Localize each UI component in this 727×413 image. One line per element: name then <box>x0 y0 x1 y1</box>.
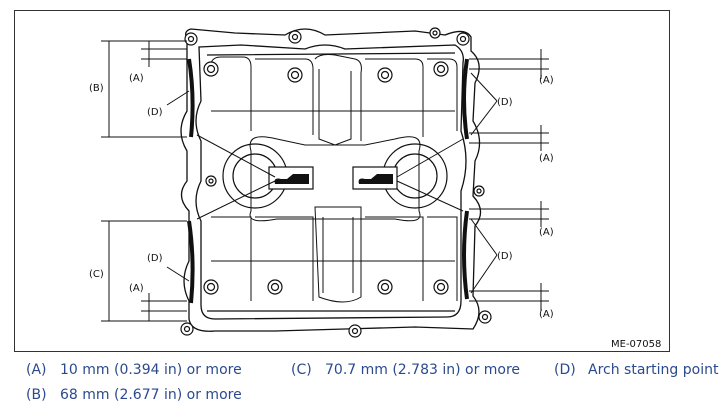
callout-a-left-bottom: (A) <box>129 283 144 294</box>
engine-cover-diagram: (B) (A) (D) (C) (D) (A) (A) (D) (A) (A) … <box>89 27 661 350</box>
cover-plate <box>180 28 482 332</box>
callout-a-right-1: (A) <box>539 75 554 86</box>
dimension-lines-left <box>101 40 190 322</box>
figure-code: ME-07058 <box>611 339 661 350</box>
legend: (A) 10 mm (0.394 in) or more (B) 68 mm (2.… <box>0 356 727 412</box>
callout-labels: (B) (A) (D) (C) (D) (A) (A) (D) (A) (A) … <box>89 73 661 350</box>
dimension-lines-right <box>469 49 549 311</box>
callout-a-left-top: (A) <box>129 73 144 84</box>
legend-key: (C) <box>291 362 312 378</box>
legend-item-d: (D) Arch starting point <box>554 362 718 378</box>
diagram-figure: (B) (A) (D) (C) (D) (A) (A) (D) (A) (A) … <box>14 10 670 352</box>
sealant-beads <box>187 58 469 304</box>
legend-text: 68 mm (2.677 in) or more <box>60 387 242 403</box>
legend-key: (A) <box>26 362 47 378</box>
callout-a-right-2: (A) <box>539 153 554 164</box>
legend-item-b: (B) 68 mm (2.677 in) or more <box>26 387 242 403</box>
callout-a-right-3: (A) <box>539 227 554 238</box>
cover-ribs <box>210 54 458 303</box>
sealant-tube-icon <box>268 166 398 190</box>
cam-holes <box>222 143 448 209</box>
legend-text: 70.7 mm (2.783 in) or more <box>325 362 521 378</box>
callout-d-right-top: (D) <box>497 97 513 108</box>
legend-item-a: (A) 10 mm (0.394 in) or more <box>26 362 242 378</box>
legend-key: (B) <box>26 387 47 403</box>
callout-d-right-bottom: (D) <box>497 251 513 262</box>
callout-d-left-bottom: (D) <box>147 253 163 264</box>
callout-c: (C) <box>89 269 104 280</box>
legend-text: 10 mm (0.394 in) or more <box>60 362 242 378</box>
callout-b: (B) <box>89 83 104 94</box>
leader-arrows <box>196 134 464 220</box>
legend-item-c: (C) 70.7 mm (2.783 in) or more <box>291 362 520 378</box>
legend-key: (D) <box>554 362 576 378</box>
callout-a-right-4: (A) <box>539 309 554 320</box>
bolt-holes <box>180 27 492 338</box>
legend-text: Arch starting point <box>588 362 719 378</box>
callout-d-left-top: (D) <box>147 107 163 118</box>
